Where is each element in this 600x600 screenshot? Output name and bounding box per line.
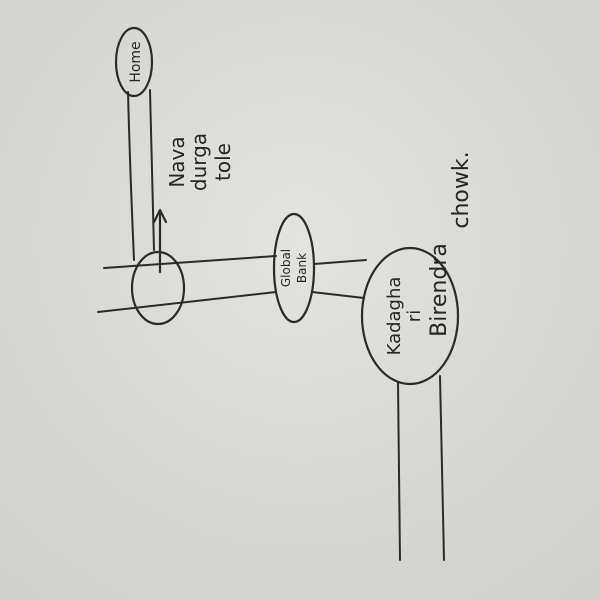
road-home-to-junction <box>127 89 155 261</box>
birendra-label-line1: Birendra <box>427 243 452 337</box>
kadaghari-label: Kadagha ri <box>384 277 425 356</box>
nava-label-line3: tole <box>211 143 235 181</box>
road-junction-to-global-bank <box>97 255 277 313</box>
global-bank-label: Global Bank <box>279 249 309 287</box>
nava-durga-tole-junction <box>130 208 186 326</box>
global-label-line2: Bank <box>295 253 309 283</box>
birendra-label-line2: chowk. <box>449 151 474 228</box>
road-kadaghari-south <box>397 375 445 561</box>
nava-durga-tole-label: Nava durga tole <box>165 133 235 191</box>
nava-label-line1: Nava <box>165 136 189 187</box>
kadaghari-label-line2: ri <box>404 310 425 322</box>
kadaghari-marker <box>360 246 460 386</box>
nava-label-line2: durga <box>187 133 211 191</box>
kadaghari-label-line1: Kadagha <box>384 277 405 356</box>
road-global-bank-to-kadaghari <box>311 259 367 299</box>
birendra-chowk-label: Birendra chowk. <box>427 151 474 336</box>
home-marker <box>114 26 154 98</box>
global-label-line1: Global <box>279 249 293 287</box>
home-label: Home <box>128 41 144 82</box>
global-bank-marker <box>272 212 316 324</box>
